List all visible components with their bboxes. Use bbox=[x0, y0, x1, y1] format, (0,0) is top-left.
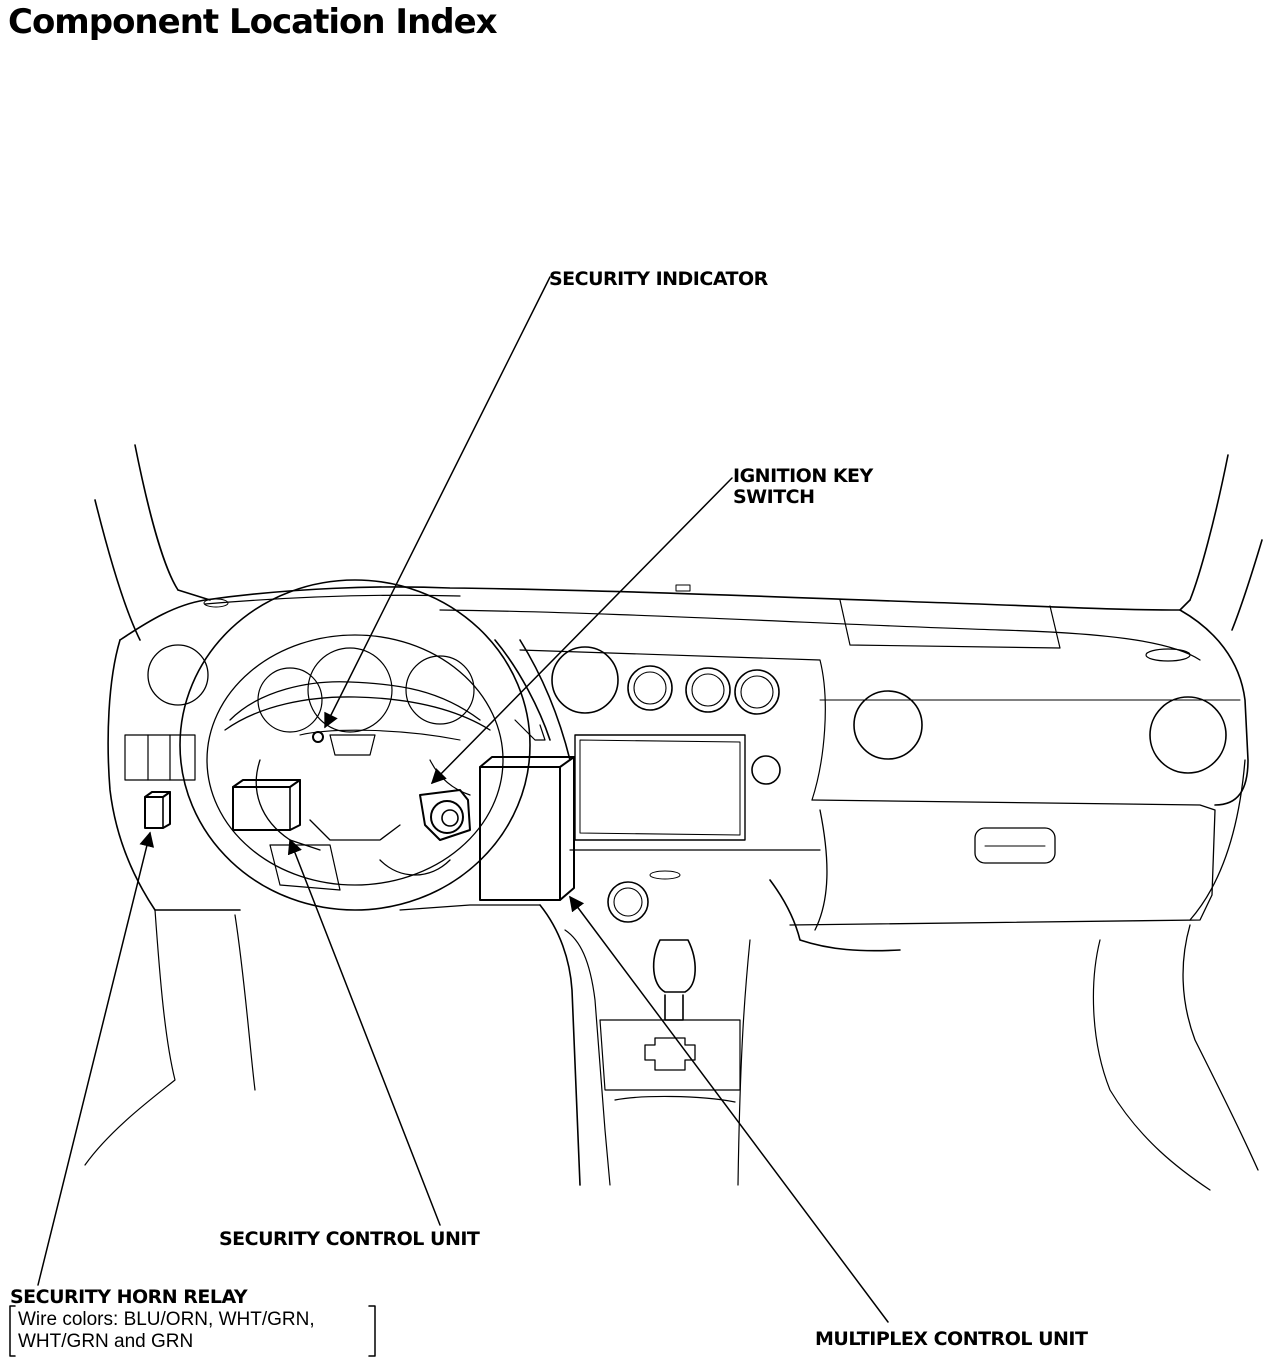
security-indicator-label: SECURITY INDICATOR bbox=[549, 268, 768, 290]
multiplex-control-unit-box bbox=[480, 757, 574, 900]
multiplex-control-unit-label: MULTIPLEX CONTROL UNIT bbox=[815, 1328, 1088, 1350]
left-dash-end bbox=[108, 640, 240, 910]
horn-relay-wire-colors-line1: Wire colors: BLU/ORN, WHT/GRN, bbox=[18, 1309, 315, 1330]
leader-multiplex-control-unit bbox=[569, 895, 888, 1322]
ignition-key-switch-part bbox=[420, 790, 470, 840]
leader-security-indicator bbox=[325, 277, 550, 729]
dashboard-top-outline bbox=[120, 587, 1248, 805]
ignition-key-switch-label-line1: IGNITION KEY bbox=[733, 465, 873, 487]
a-pillars bbox=[95, 445, 1262, 640]
security-control-unit-box bbox=[233, 780, 300, 830]
wire-colors-bracket bbox=[10, 1306, 375, 1356]
horn-relay-wire-colors-line2: WHT/GRN and GRN bbox=[18, 1331, 194, 1352]
steering-wheel bbox=[180, 580, 530, 910]
ignition-key-switch-label-line2: SWITCH bbox=[733, 486, 815, 508]
center-stack bbox=[495, 640, 900, 1185]
leader-ignition-key-switch bbox=[430, 478, 732, 785]
page-title: Component Location Index bbox=[8, 2, 498, 42]
leader-security-horn-relay bbox=[38, 831, 155, 1285]
security-horn-relay-label: SECURITY HORN RELAY bbox=[10, 1286, 248, 1308]
security-control-unit-label: SECURITY CONTROL UNIT bbox=[219, 1228, 480, 1250]
security-indicator-led bbox=[313, 732, 323, 742]
gear-shifter bbox=[645, 940, 695, 1070]
right-dash bbox=[790, 691, 1258, 1190]
left-floor bbox=[85, 905, 540, 1165]
leader-lines bbox=[38, 277, 888, 1322]
security-horn-relay-box bbox=[145, 792, 170, 828]
instrument-cluster bbox=[258, 648, 545, 755]
leader-security-control-unit bbox=[287, 838, 440, 1225]
